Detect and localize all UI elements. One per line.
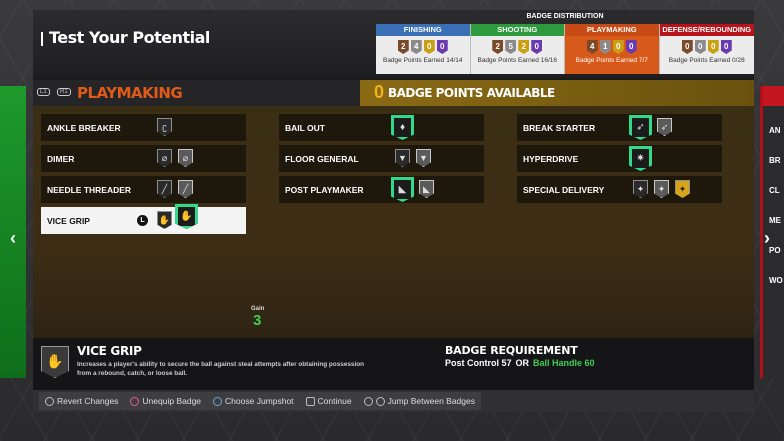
special-delivery-icon: ✦: [633, 180, 648, 198]
side-label: BR: [769, 156, 781, 165]
dist-finishing: FINISHING 2 4 0 0 Badge Points Earned 14…: [376, 24, 471, 74]
hand-grip-icon[interactable]: ✋: [175, 204, 198, 229]
hand-grip-icon: ✋: [41, 346, 69, 378]
dist-shooting: SHOOTING 2 5 2 0 Badge Points Earned 16/…: [470, 24, 565, 74]
badge-special-delivery[interactable]: SPECIAL DELIVERY ✦ ✦ ✦: [517, 176, 722, 203]
l1-button-icon[interactable]: L1: [37, 88, 50, 96]
side-label: WO: [769, 276, 783, 285]
l-button-icon: L: [137, 215, 148, 226]
badge-hyperdrive[interactable]: HYPERDRIVE ✷: [517, 145, 722, 172]
square-button-icon: [130, 396, 140, 406]
pass-icon: ⌀: [157, 149, 172, 167]
dist-playmaking: PLAYMAKING 4 1 0 0 Badge Points Earned 7…: [565, 24, 660, 74]
next-category-panel[interactable]: AN BR CL ME PO WO: [760, 86, 784, 378]
badge-distribution: BADGE DISTRIBUTION FINISHING 2 4 0 0 Bad…: [376, 10, 754, 74]
badge-needle-threader[interactable]: NEEDLE THREADER ╱ ╱: [41, 176, 246, 203]
defense-strip: [763, 86, 784, 106]
side-label: CL: [769, 186, 780, 195]
options-button-icon: [305, 396, 315, 406]
chevron-left-icon[interactable]: ‹: [10, 228, 16, 248]
badge-break-starter[interactable]: BREAK STARTER ➶ ➶: [517, 114, 722, 141]
cross-button-icon: [213, 396, 223, 406]
hyperdrive-icon[interactable]: ✷: [629, 146, 652, 171]
points-label: BADGE POINTS AVAILABLE: [388, 86, 555, 100]
revert-changes-button[interactable]: Revert Changes: [45, 396, 118, 406]
badge-post-playmaker[interactable]: POST PLAYMAKER ◣ ◣: [279, 176, 484, 203]
choose-jumpshot-button[interactable]: Choose Jumpshot: [213, 396, 294, 406]
special-delivery-icon: ✦: [675, 180, 690, 198]
pass-icon: ⌀: [178, 149, 193, 167]
unequip-badge-button[interactable]: Unequip Badge: [130, 396, 201, 406]
needle-icon: ╱: [178, 180, 193, 198]
break-starter-icon[interactable]: ➶: [629, 115, 652, 140]
distribution-title: BADGE DISTRIBUTION: [376, 10, 754, 24]
gain-value: 3: [253, 312, 262, 329]
side-label: ME: [769, 216, 781, 225]
dist-defense: DEFENSE/REBOUNDING 0 0 0 0 Badge Points …: [659, 24, 754, 74]
bail-out-icon[interactable]: ♦: [391, 115, 414, 140]
badge-ankle-breaker[interactable]: ANKLE BREAKER ʗ: [41, 114, 246, 141]
right-stick-icon: [375, 396, 385, 406]
special-delivery-icon: ✦: [654, 180, 669, 198]
circle-button-icon: [45, 396, 54, 406]
jump-between-badges-button[interactable]: Jump Between Badges: [363, 396, 475, 406]
continue-button[interactable]: Continue: [305, 396, 352, 406]
break-starter-icon: ➶: [657, 118, 672, 136]
requirement-title: BADGE REQUIREMENT: [445, 344, 578, 357]
side-label: AN: [769, 126, 781, 135]
badge-description: ✋ VICE GRIP Increases a player's ability…: [33, 338, 754, 390]
description-title: VICE GRIP: [77, 344, 142, 358]
points-available: 0 BADGE POINTS AVAILABLE: [360, 80, 754, 106]
gain-label: Gain: [251, 306, 265, 312]
post-playmaker-icon[interactable]: ◣: [391, 177, 414, 202]
needle-icon: ╱: [157, 180, 172, 198]
requirement-1: Post Control 57: [445, 358, 512, 368]
dribble-icon: ʗ: [157, 118, 172, 136]
badge-vice-grip[interactable]: VICE GRIP L ✋ ✋: [41, 204, 246, 234]
badge-floor-general[interactable]: FLOOR GENERAL ▼ ▼: [279, 145, 484, 172]
category-bar: L1 R1 PLAYMAKING 0 BADGE POINTS AVAILABL…: [33, 80, 754, 106]
description-text: Increases a player's ability to secure t…: [77, 361, 365, 377]
hand-grip-icon: ✋: [157, 211, 172, 229]
left-stick-icon: [363, 396, 373, 406]
badge-dimer[interactable]: DIMER ⌀ ⌀: [41, 145, 246, 172]
prev-category-panel[interactable]: [0, 86, 26, 378]
points-count: 0: [374, 82, 385, 102]
floor-general-icon: ▼: [416, 149, 431, 167]
badge-grid: ANKLE BREAKER ʗ DIMER ⌀ ⌀ NEEDLE THREADE…: [33, 106, 754, 338]
badge-bail-out[interactable]: BAIL OUT ♦: [279, 114, 484, 141]
page-title: Test Your Potential: [41, 28, 210, 47]
chevron-right-icon[interactable]: ›: [764, 228, 770, 248]
category-title: PLAYMAKING: [77, 84, 183, 102]
side-label: PO: [769, 246, 781, 255]
r1-button-icon[interactable]: R1: [57, 88, 71, 96]
badge-panel: Test Your Potential BADGE DISTRIBUTION F…: [33, 10, 754, 412]
post-playmaker-icon: ◣: [419, 180, 434, 198]
floor-general-icon: ▼: [395, 149, 410, 167]
footer: Revert Changes Unequip Badge Choose Jump…: [33, 390, 754, 412]
requirement-2: Ball Handle 60: [533, 358, 595, 368]
requirement-or: OR: [515, 358, 530, 368]
header: Test Your Potential BADGE DISTRIBUTION F…: [33, 10, 754, 78]
